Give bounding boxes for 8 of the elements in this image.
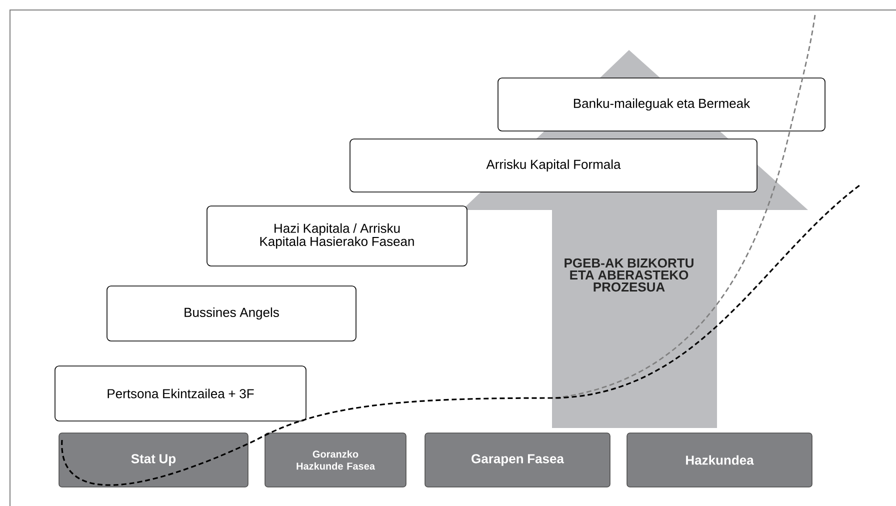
phase-box: Goranzko Hazkunde Fasea <box>264 432 406 488</box>
funding-box: Bussines Angels <box>106 286 356 342</box>
funding-box: Hazi Kapitala / Arrisku Kapitala Hasierako Fasean <box>206 206 468 266</box>
phase-box: Hazkundea <box>626 432 812 488</box>
phase-box: Stat Up <box>58 432 248 488</box>
funding-box: Pertsona Ekintzailea + 3F <box>54 366 306 422</box>
funding-box: Arrisku Kapital Formala <box>350 138 758 192</box>
phase-box: Garapen Fasea <box>424 432 610 488</box>
